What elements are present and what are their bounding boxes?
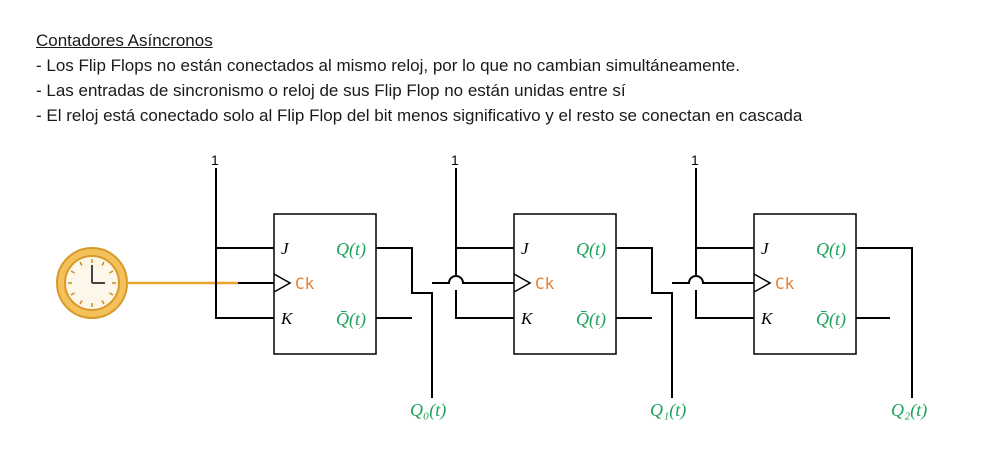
q-label-2: Q(t) — [816, 239, 846, 260]
qbar-label-0: Q̄(t) — [336, 309, 366, 330]
ck-label-0: Ck — [295, 274, 315, 293]
k-label-0: K — [280, 309, 294, 328]
qbar-label-1: Q̄(t) — [576, 309, 606, 330]
j-label-0: J — [281, 239, 290, 258]
k-label-2: K — [760, 309, 774, 328]
flip-flop-2: 1 J K Ck Q(t) Q̄(t) — [691, 152, 913, 398]
j-label-2: J — [761, 239, 770, 258]
k-label-1: K — [520, 309, 534, 328]
ck-label-2: Ck — [775, 274, 795, 293]
qbar-label-2: Q̄(t) — [816, 309, 846, 330]
j-label-1: J — [521, 239, 530, 258]
ck-label-1: Ck — [535, 274, 555, 293]
constant-one-1: 1 — [451, 152, 459, 168]
clock-icon — [56, 247, 128, 319]
bullet-1: - Los Flip Flops no están conectados al … — [36, 56, 740, 75]
constant-one-2: 1 — [691, 152, 699, 168]
output-label-q0: Q₀(t) — [410, 400, 446, 421]
q-label-1: Q(t) — [576, 239, 606, 260]
flip-flop-1: 1 J K Ck Q(t) Q̄(t) — [451, 152, 673, 398]
description-block: Contadores Asíncronos - Los Flip Flops n… — [36, 28, 802, 128]
bullet-2: - Las entradas de sincronismo o reloj de… — [36, 81, 626, 100]
cascade-wire-0 — [432, 275, 514, 284]
constant-one-0: 1 — [211, 152, 219, 168]
output-label-q2: Q₂(t) — [891, 400, 927, 421]
output-label-q1: Q₁(t) — [650, 400, 686, 421]
q-label-0: Q(t) — [336, 239, 366, 260]
heading: Contadores Asíncronos — [36, 31, 213, 50]
flip-flop-0: 1 J K Ck Q(t) Q̄(t) — [211, 152, 433, 398]
cascade-wire-1 — [672, 275, 754, 284]
bullet-3: - El reloj está conectado solo al Flip F… — [36, 106, 803, 125]
